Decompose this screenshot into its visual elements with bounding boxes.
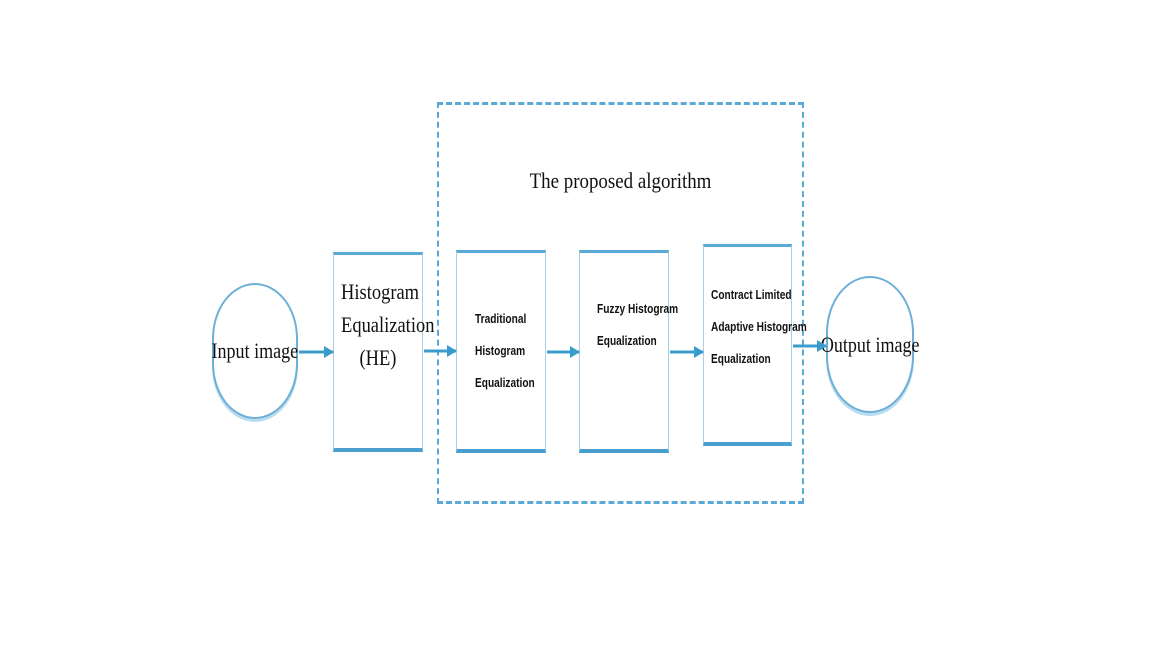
step-traditional-he-box: Traditional Histogram Equalization — [456, 250, 546, 453]
he-line-3: (HE) — [359, 345, 397, 370]
step-2-line-1: Fuzzy Histogram — [597, 301, 679, 316]
output-label: Output image — [820, 331, 920, 357]
he-box: Histogram Equalization (HE) — [333, 252, 434, 452]
step-clahe-label: Contract Limited Adaptive Histogram Equa… — [711, 279, 807, 375]
step-1-line-2: Histogram — [475, 343, 526, 358]
step-1-line-3: Equalization — [475, 375, 535, 390]
step-1-line-1: Traditional — [475, 311, 527, 326]
input-label: Input image — [211, 338, 299, 363]
step-clahe-box: Contract Limited Adaptive Histogram Equa… — [703, 244, 807, 446]
input-node: Input image — [212, 283, 298, 419]
step-3-line-3: Equalization — [711, 351, 771, 366]
group-title: The proposed algorithm — [529, 168, 712, 193]
step-3-line-2: Adaptive Histogram — [711, 319, 807, 334]
output-node: Output image — [821, 276, 919, 413]
step-2-line-2: Equalization — [597, 333, 657, 348]
step-traditional-he-label: Traditional Histogram Equalization — [475, 303, 535, 399]
step-fuzzy-he-label: Fuzzy Histogram Equalization — [597, 293, 678, 357]
he-line-1: Histogram — [341, 279, 420, 304]
step-fuzzy-he-box: Fuzzy Histogram Equalization — [579, 250, 678, 453]
he-label: Histogram Equalization (HE) — [334, 275, 434, 374]
proposed-algorithm-group — [437, 102, 804, 504]
step-3-line-1: Contract Limited — [711, 287, 792, 302]
